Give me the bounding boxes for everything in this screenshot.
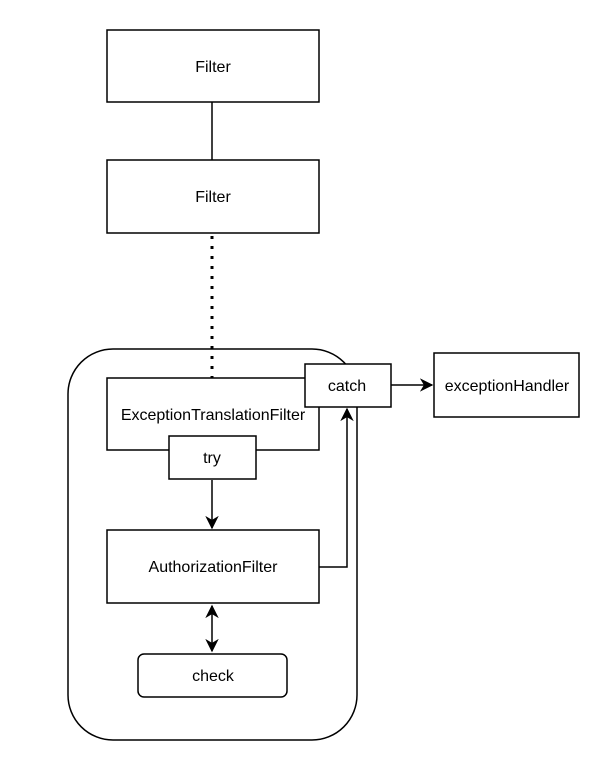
check-node[interactable]: check — [137, 653, 288, 698]
authorization-filter-label: AuthorizationFilter — [149, 559, 279, 576]
filter-node-2[interactable]: Filter — [106, 159, 320, 234]
exception-handler-label: exceptionHandler — [445, 378, 570, 395]
catch-node[interactable]: catch — [304, 363, 392, 408]
arrow-authorization-to-catch — [319, 407, 354, 568]
exception-translation-filter-label: ExceptionTranslationFilter — [121, 407, 306, 424]
exception-handler-node[interactable]: exceptionHandler — [433, 352, 580, 418]
filter-node-1-label: Filter — [195, 59, 231, 76]
authorization-filter-node[interactable]: AuthorizationFilter — [106, 529, 320, 604]
filter-node-2-label: Filter — [195, 189, 231, 206]
try-label: try — [203, 450, 221, 467]
try-node[interactable]: try — [168, 435, 257, 480]
catch-label: catch — [328, 378, 366, 395]
check-label: check — [192, 668, 235, 685]
filter-node-1[interactable]: Filter — [106, 29, 320, 103]
